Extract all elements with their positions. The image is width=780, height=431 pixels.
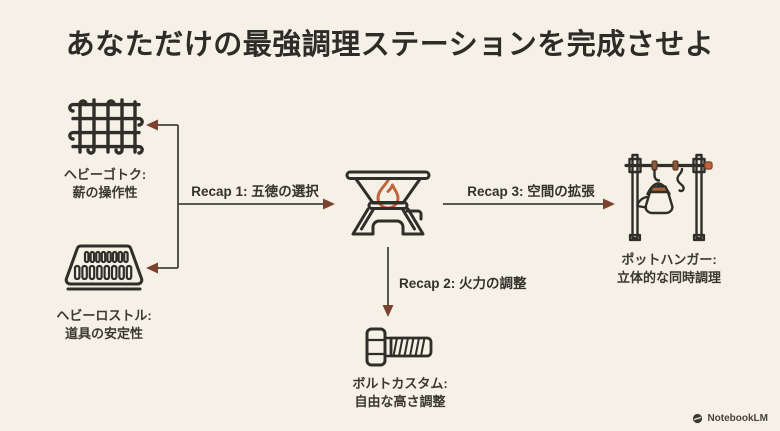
gotoku-label-line1: ヘビーゴトク: [63, 167, 147, 182]
footer-brand-text: NotebookLM [707, 413, 768, 424]
node-bolt: ボルトカスタム: 自由な高さ調整 [330, 326, 470, 412]
bolt-label-line1: ボルトカスタム: [352, 376, 448, 391]
rostle-label-line2: 道具の安定性 [64, 326, 143, 342]
bolt-label-line2: 自由な高さ調整 [354, 394, 446, 410]
page-title: あなただけの最強調理ステーションを完成させよ [65, 29, 715, 61]
gotoku-label-line2: 薪の操作性 [72, 185, 138, 201]
pothanger-label-line2: 立体的な同時調理 [616, 270, 721, 286]
pot-hanger-icon [624, 153, 713, 242]
edge-label-recap2: Recap 2: 火力の調整 [399, 276, 527, 291]
arrowhead-center [323, 198, 335, 210]
notebooklm-logo-icon [693, 413, 703, 424]
bolt-icon [365, 327, 433, 367]
node-pothanger: ポットハンガー: 立体的な同時調理 [604, 149, 734, 288]
grill-grid-icon [68, 98, 144, 155]
pothanger-label-line1: ポットハンガー: [621, 252, 717, 267]
node-rostle: ヘビーロストル: 道具の安定性 [42, 242, 166, 344]
edge-label-recap3: Recap 3: 空間の拡張 [467, 184, 595, 199]
footer-brand: NotebookLM [692, 413, 768, 424]
fire-pit-icon [345, 170, 431, 236]
fire-grate-icon [64, 244, 144, 291]
edge-label-recap1: Recap 1: 五徳の選択 [191, 184, 319, 199]
arrowhead-down [382, 305, 394, 317]
rostle-label-line1: ヘビーロストル: [56, 308, 152, 323]
node-gotoku: ヘビーゴトク: 薪の操作性 [46, 94, 164, 203]
node-firepit [343, 166, 433, 246]
